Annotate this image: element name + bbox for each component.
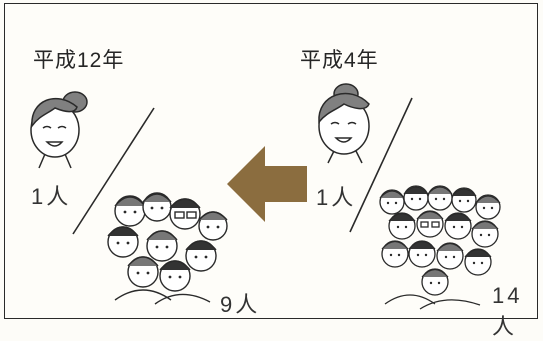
diagonal-divider (349, 97, 413, 233)
teacher-icon (30, 91, 88, 169)
illustration-frame: 平成12年 1人 (4, 3, 539, 339)
left-arrow-icon (227, 146, 307, 222)
diagonal-divider (72, 107, 155, 235)
student-group-icon (379, 185, 501, 310)
teacher-icon (318, 83, 370, 164)
panel-heisei-12: 平成12年 1人 (5, 4, 270, 318)
teacher-count: 1人 (316, 185, 357, 210)
era-label: 平成12年 (33, 49, 125, 72)
student-count: 9人 (220, 292, 261, 317)
era-label: 平成4年 (300, 49, 379, 72)
teacher-count: 1人 (31, 184, 72, 209)
panel-heisei-4: 平成4年 1人 (270, 4, 539, 339)
student-group-icon (107, 192, 228, 305)
student-count: 14人 (492, 283, 523, 339)
